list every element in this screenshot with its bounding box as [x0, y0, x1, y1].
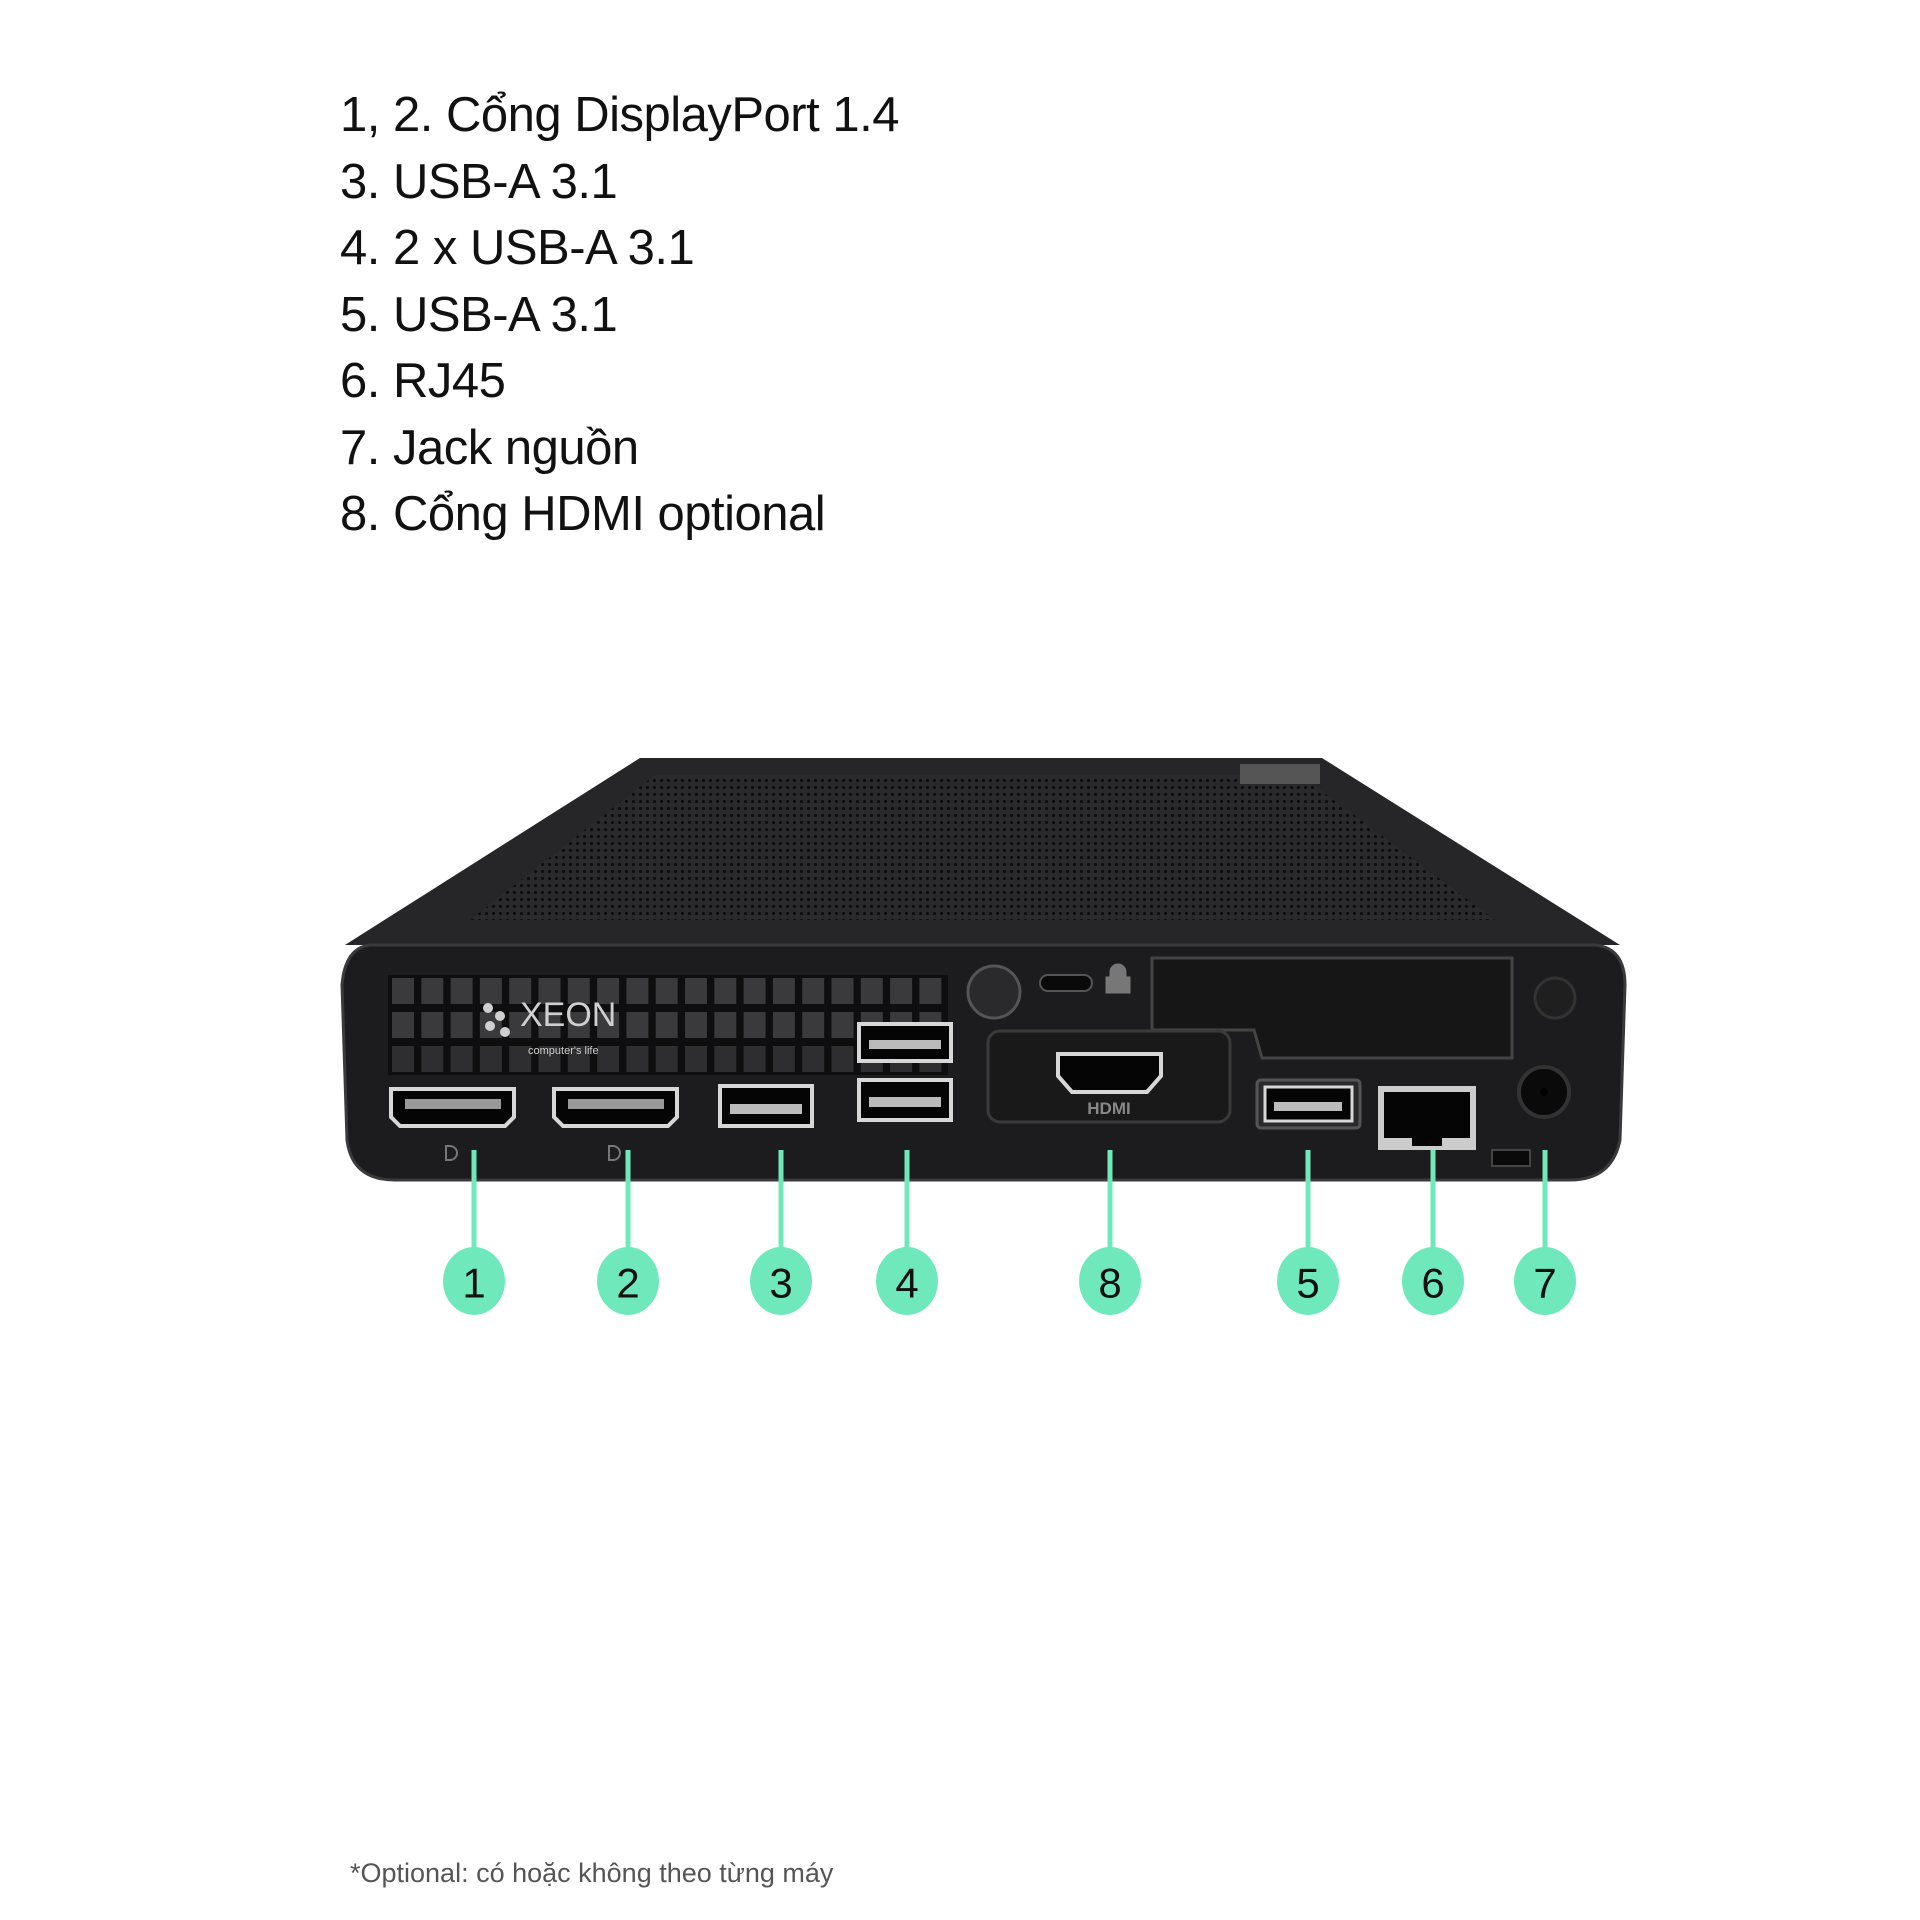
hdmi-label: HDMI — [1087, 1099, 1130, 1118]
xeon-logo-tagline: computer's life — [528, 1045, 599, 1057]
grille-slot — [597, 1046, 620, 1072]
marker-circle-4 — [876, 1247, 938, 1315]
displayport-icon — [608, 1145, 621, 1161]
grille-slot — [450, 1012, 473, 1038]
optional-footnote: *Optional: có hoặc không theo từng máy — [350, 1858, 834, 1888]
xeon-logo: XEON — [520, 996, 616, 1034]
usb-a-port-5 — [1255, 1078, 1362, 1130]
grille-slot — [714, 1046, 737, 1072]
grille-slot — [685, 1012, 707, 1038]
grille-slot — [597, 1012, 620, 1038]
marker-circle-6 — [1402, 1247, 1464, 1315]
grille-slot — [626, 978, 649, 1004]
grille-slot — [538, 1012, 561, 1038]
grille-slot — [860, 978, 883, 1004]
grille-slot — [685, 1046, 707, 1072]
grille-slot — [509, 1046, 532, 1072]
legend-item-hdmi: 8. Cổng HDMI optional — [340, 487, 826, 541]
grille-slot — [655, 1046, 678, 1072]
grille-slots — [392, 978, 942, 1072]
grille-slot — [567, 978, 590, 1004]
legend-item-rj45: 6. RJ45 — [340, 354, 506, 408]
grille-slot — [743, 1046, 766, 1072]
thumbscrew-icon — [966, 964, 1022, 1020]
marker-label-1: 1 — [462, 1260, 485, 1307]
grille-slot — [421, 1046, 444, 1072]
marker-label-5: 5 — [1296, 1260, 1319, 1307]
grille-slot — [450, 1046, 473, 1072]
grille-slot — [714, 978, 737, 1004]
grille-slot — [509, 1012, 532, 1038]
padlock-icon — [1105, 963, 1131, 994]
rj45-port — [1378, 1086, 1476, 1150]
grille-slot — [919, 978, 942, 1004]
marker-label-8: 8 — [1098, 1260, 1121, 1307]
grille-slot — [831, 1012, 854, 1038]
legend-item-usb-3: 3. USB-A 3.1 — [340, 154, 618, 209]
marker-circle-5 — [1277, 1247, 1339, 1315]
security-loop — [1491, 1149, 1531, 1167]
grille-slot — [479, 1046, 502, 1072]
marker-label-2: 2 — [616, 1260, 639, 1307]
grille-slot — [772, 1012, 795, 1038]
usb-a-port-3 — [718, 1084, 814, 1128]
grille-slot — [597, 978, 620, 1004]
grille-slot — [626, 1046, 649, 1072]
legend-item-usb-4: 4. 2 x USB-A 3.1 — [340, 221, 695, 275]
port-markers: 1 2 3 4 8 5 6 7 — [443, 1150, 1576, 1315]
grille-slot — [626, 1012, 649, 1038]
grille-slot — [479, 978, 502, 1004]
marker-circle-7 — [1514, 1247, 1576, 1315]
grille-slot — [802, 1012, 825, 1038]
marker-circle-8 — [1079, 1247, 1141, 1315]
grille-slot — [421, 1012, 444, 1038]
grille-slot — [655, 1012, 678, 1038]
marker-label-4: 4 — [895, 1260, 918, 1307]
marker-circle-1 — [443, 1247, 505, 1315]
grille-slot — [685, 978, 707, 1004]
grille-slot — [509, 978, 532, 1004]
grille-slot — [392, 1046, 414, 1072]
hdmi-port — [1056, 1052, 1163, 1094]
marker-circle-2 — [597, 1247, 659, 1315]
grille-slot — [802, 1046, 825, 1072]
grille-slot — [655, 978, 678, 1004]
grille-slot — [831, 1046, 854, 1072]
grille-slot — [714, 1012, 737, 1038]
legend-item-usb-5: 5. USB-A 3.1 — [340, 287, 618, 342]
grille-slot — [538, 1046, 561, 1072]
legend-item-displayport: 1, 2. Cổng DisplayPort 1.4 — [340, 88, 899, 142]
displayport-1 — [389, 1087, 516, 1128]
kensington-slot — [1039, 974, 1093, 992]
displayport-icon — [445, 1145, 458, 1161]
top-vent-mesh — [470, 775, 1495, 920]
port-legend-list: 1, 2. Cổng DisplayPort 1.4 3. USB-A 3.1 … — [340, 82, 899, 548]
grille-slot — [772, 978, 795, 1004]
displayport-2 — [552, 1087, 679, 1128]
marker-label-7: 7 — [1533, 1260, 1556, 1307]
marker-circle-3 — [750, 1247, 812, 1315]
grille-slot — [392, 1012, 414, 1038]
grille-slot — [392, 978, 414, 1004]
power-button-indicator — [1533, 976, 1577, 1020]
grille-slot — [831, 978, 854, 1004]
grille-slot — [538, 978, 561, 1004]
power-jack-pin — [1540, 1088, 1548, 1096]
grille-slot — [772, 1046, 795, 1072]
grille-slot — [890, 978, 913, 1004]
grille-slot — [743, 1012, 766, 1038]
grille-slot — [743, 978, 766, 1004]
grille-slot — [421, 978, 444, 1004]
usb-a-port-4-bottom — [857, 1078, 953, 1122]
usb-a-port-4-top — [857, 1022, 953, 1063]
marker-label-3: 3 — [769, 1260, 792, 1307]
grille-slot — [567, 1046, 590, 1072]
legend-item-power-jack: 7. Jack nguồn — [340, 420, 639, 475]
marker-label-6: 6 — [1421, 1260, 1444, 1307]
xeon-logo-icon — [483, 1003, 510, 1037]
top-label-sticker — [1240, 764, 1320, 784]
grille-slot — [567, 1012, 590, 1038]
grille-slot — [802, 978, 825, 1004]
grille-slot — [450, 978, 473, 1004]
